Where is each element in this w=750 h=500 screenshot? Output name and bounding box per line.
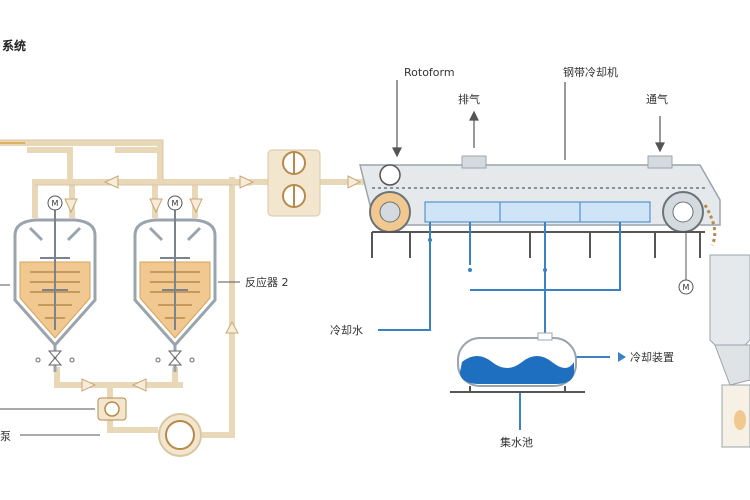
svg-text:M: M [683, 283, 690, 292]
label-pump-fragment: 泵 [0, 430, 11, 443]
cooling-water-lines [378, 222, 621, 430]
label-cooling-water: 冷却水 [330, 324, 363, 337]
motor-icon-reactor-1 [47, 195, 63, 211]
label-cooling-device: 冷却装置 [630, 351, 674, 364]
feed-pump [158, 413, 202, 457]
label-ventilation: 通气 [646, 92, 668, 106]
pump-return [202, 177, 235, 438]
label-steel-belt-cooler: 钢带冷却机 [563, 65, 618, 79]
sump-tank [450, 332, 585, 393]
label-sump: 集水池 [500, 435, 533, 449]
title-fragment: 系统 [2, 38, 26, 53]
heat-exchanger-pair [267, 149, 321, 217]
reactor-2: M [133, 195, 217, 372]
svg-text:M: M [52, 199, 59, 208]
motor-icon-reactor-2 [167, 195, 183, 211]
svg-text:M: M [172, 199, 179, 208]
rotoform-drum [379, 164, 401, 186]
product-pipes [0, 140, 368, 438]
reactor-1: M [13, 195, 97, 372]
label-rotoform: Rotoform [404, 66, 455, 79]
product-silo [703, 204, 750, 448]
flow-arrows [64, 175, 362, 392]
steel-belt-cooler: M [359, 155, 721, 295]
label-exhaust: 排气 [458, 92, 480, 106]
bottom-exchanger [97, 397, 127, 421]
label-reactor-2: 反应器 2 [245, 275, 289, 289]
feed-line-top [0, 140, 163, 183]
outlet-left [54, 367, 183, 388]
feed-line-left [27, 147, 73, 183]
